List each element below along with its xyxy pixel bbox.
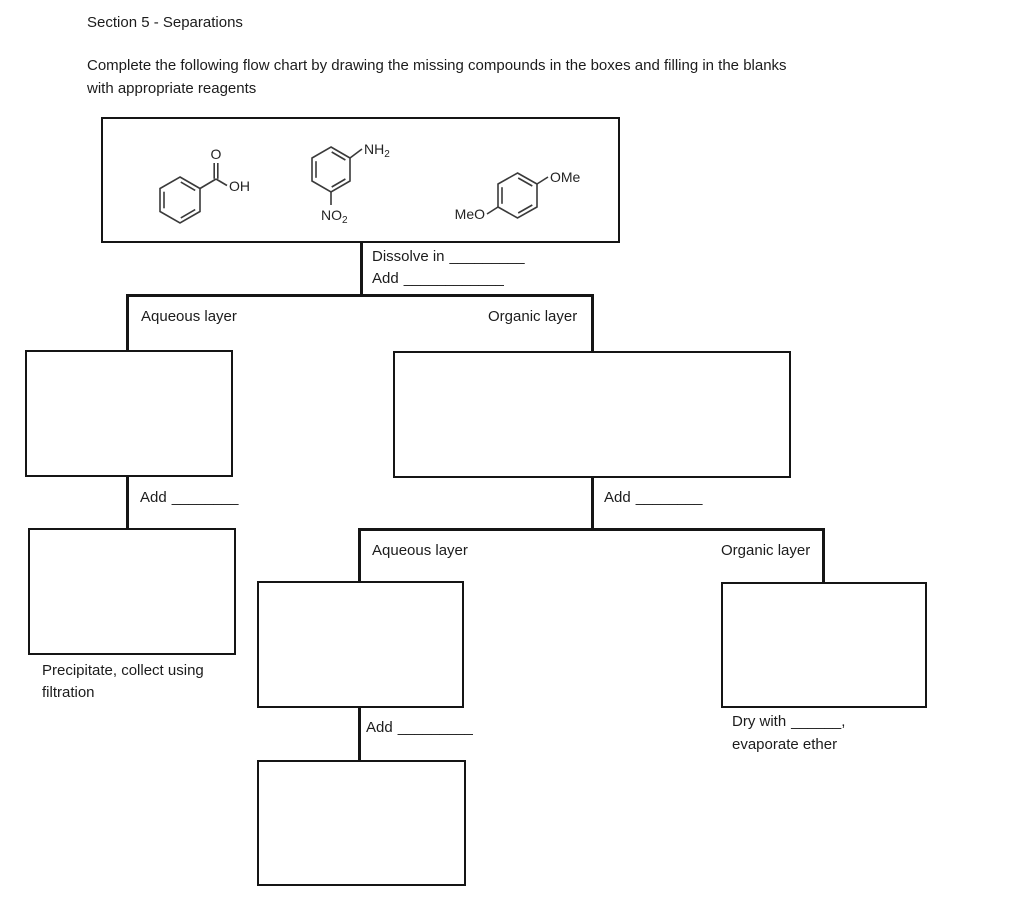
answer-box-organic-1[interactable]: [393, 351, 791, 478]
dry-suffix: ,: [841, 713, 846, 730]
split2-left-drop-line: [358, 528, 361, 583]
aqueous-add-blank[interactable]: ________: [171, 489, 239, 506]
mid-add-step: Add_________: [366, 719, 473, 736]
compounds-box: O OH NH2 NO2 OMe MeO: [101, 117, 620, 243]
split1-right-drop-line: [591, 294, 594, 353]
add-main-label: Add: [372, 270, 399, 287]
stem-from-compounds-box: [360, 241, 363, 296]
dry-label: Dry with: [732, 713, 787, 730]
amine-label: NH2: [364, 141, 390, 160]
answer-box-aqueous-2[interactable]: [257, 581, 464, 708]
nitro-label: NO2: [321, 207, 348, 226]
split1-aqueous-layer-label: Aqueous layer: [141, 308, 237, 325]
split2-aqueous-layer-label: Aqueous layer: [372, 542, 468, 559]
methoxy-bottom-label: MeO: [455, 206, 485, 222]
split2-right-drop-line: [822, 528, 825, 584]
mid-add-label: Add: [366, 719, 393, 736]
dry-line2: evaporate ether: [732, 736, 838, 753]
answer-box-final[interactable]: [257, 760, 466, 886]
hydroxyl-label: OH: [229, 178, 250, 194]
dry-note: Dry with______, evaporate ether: [732, 710, 845, 756]
aqueous2-stem-line: [358, 706, 361, 762]
organic-add-blank[interactable]: ________: [635, 489, 703, 506]
section-title: Section 5 - Separations: [87, 14, 243, 31]
answer-box-aqueous-1[interactable]: [25, 350, 233, 477]
dry-blank[interactable]: ______: [791, 713, 842, 730]
organic1-stem-line: [591, 476, 594, 531]
dissolve-label: Dissolve in: [372, 248, 445, 265]
aqueous1-stem-line: [126, 475, 129, 530]
benzoic-acid-structure: O OH: [159, 146, 250, 224]
carbonyl-oxygen-label: O: [211, 146, 222, 162]
aqueous-add-step: Add________: [140, 489, 238, 506]
dissolve-blank[interactable]: _________: [449, 248, 525, 265]
split1-horizontal-line: [126, 294, 594, 297]
split2-organic-layer-label: Organic layer: [721, 542, 811, 559]
instructions-text: Complete the following flow chart by dra…: [87, 57, 787, 97]
methoxy-top-label: OMe: [550, 169, 581, 185]
split2-horizontal-line: [358, 528, 825, 531]
precipitate-note: Precipitate, collect using filtration: [42, 662, 204, 701]
organic-add-label: Add: [604, 489, 631, 506]
dimethoxybenzene-structure: OMe MeO: [455, 169, 581, 222]
aqueous-add-label: Add: [140, 489, 167, 506]
split1-left-drop-line: [126, 294, 129, 352]
dissolve-step: Dissolve in_________: [372, 248, 525, 265]
mid-add-blank[interactable]: _________: [397, 719, 473, 736]
add-main-blank[interactable]: ____________: [403, 270, 504, 287]
split1-organic-layer-label: Organic layer: [488, 308, 578, 325]
answer-box-organic-2[interactable]: [721, 582, 927, 708]
add-main-step: Add____________: [372, 270, 504, 287]
answer-box-precipitate[interactable]: [28, 528, 236, 655]
nitroaniline-structure: NH2 NO2: [311, 141, 390, 226]
organic-add-step: Add________: [604, 489, 702, 506]
